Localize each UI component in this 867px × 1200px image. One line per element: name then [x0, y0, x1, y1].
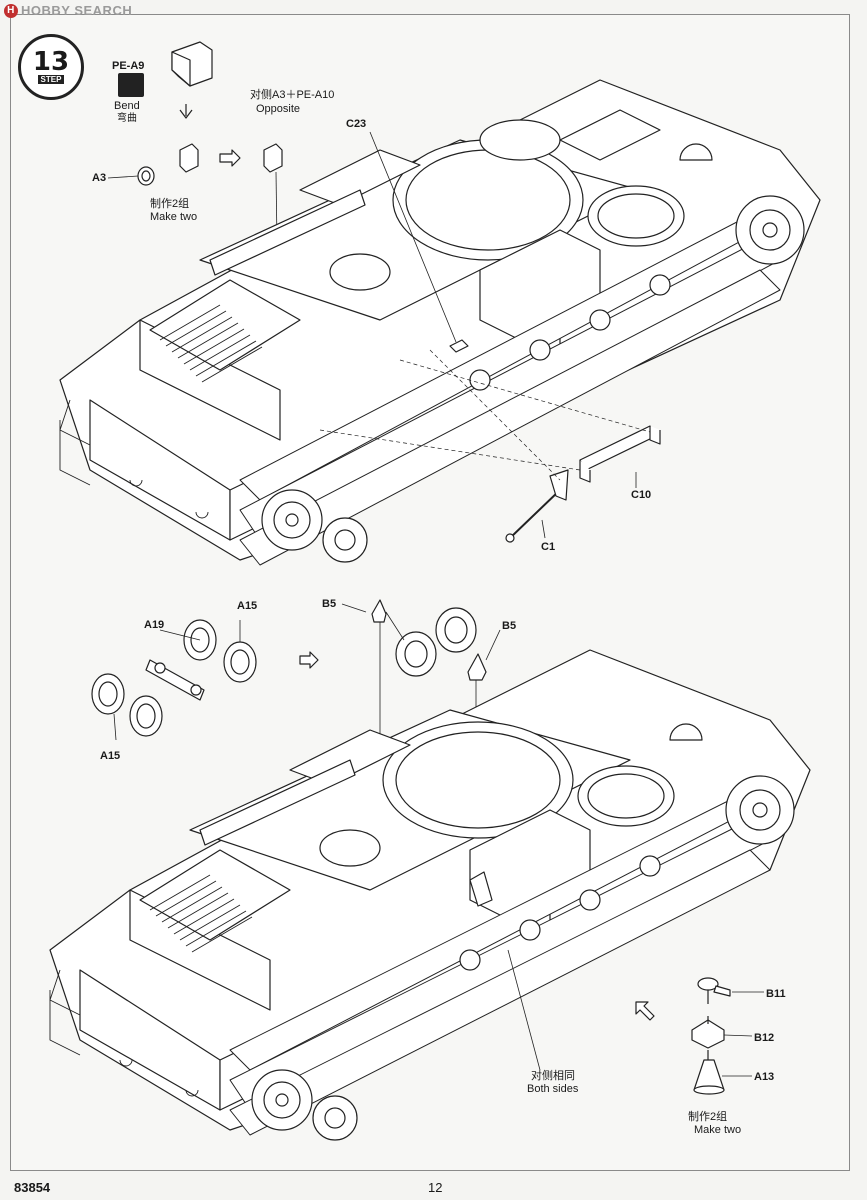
make-two-cn-top: 制作2组 [150, 198, 190, 210]
c1-label: C1 [541, 541, 556, 553]
top-track-left [239, 209, 781, 566]
opposite-en-label: Opposite [256, 103, 301, 115]
b5-arm-right [467, 653, 487, 681]
a15-bottom-label: A15 [100, 750, 121, 762]
opposite-cn-label: 对侧A3＋PE-A10 [250, 89, 335, 101]
b5-wheels [395, 607, 477, 677]
page-number: 12 [428, 1180, 443, 1195]
bottom-wheels [251, 775, 795, 1141]
a13-part [693, 1050, 725, 1095]
opposite-bracket-part [263, 143, 283, 173]
both-sides-cn-label: 对侧相同 [531, 1070, 575, 1082]
a3-part [137, 166, 155, 186]
bend-label-cn: 弯曲 [117, 113, 137, 124]
kit-number: 83854 [14, 1180, 51, 1195]
b5-left-label: B5 [322, 598, 337, 610]
step-number: 13 [32, 47, 70, 77]
c1-part [505, 469, 569, 543]
pe-a9-label: PE-A9 [112, 60, 145, 72]
c10-label: C10 [631, 489, 652, 501]
up-left-arrow-icon [635, 1001, 655, 1021]
c23-label: C23 [346, 118, 367, 130]
c23-part [449, 339, 469, 353]
c10-part [579, 425, 661, 483]
make-two-en-top: Make two [150, 211, 198, 223]
make-two-en-bottom: Make two [694, 1124, 742, 1136]
top-engine-grille [159, 304, 263, 383]
watermark-text: HOBBY SEARCH [21, 3, 133, 18]
watermark-logo-icon: H [4, 3, 18, 18]
right-arrow-icon [219, 149, 241, 167]
top-wheels [261, 195, 805, 563]
b5-right-label: B5 [502, 620, 517, 632]
bracket-part [179, 143, 199, 173]
b12-label: B12 [754, 1032, 775, 1044]
right-arrow-icon [299, 651, 319, 669]
step-badge: 13 STEP [18, 34, 84, 100]
bend-icon [118, 73, 144, 97]
b12-part [691, 1016, 725, 1049]
a13-label: A13 [754, 1071, 775, 1083]
b5-arm-left [371, 599, 387, 623]
make-two-cn-bottom: 制作2组 [688, 1111, 728, 1123]
a15-wheels-top [183, 619, 257, 683]
pe-a9-part [171, 41, 213, 87]
bend-label: Bend [114, 100, 140, 112]
b11-part [697, 977, 731, 1004]
both-sides-en-label: Both sides [527, 1083, 579, 1095]
bottom-engine-grille [149, 874, 253, 953]
watermark: H HOBBY SEARCH [4, 3, 132, 18]
step-word: STEP [37, 75, 65, 84]
b11-label: B11 [766, 988, 786, 1000]
a19-label: A19 [144, 619, 165, 631]
a3-label: A3 [92, 172, 107, 184]
a15-top-label: A15 [237, 600, 258, 612]
a19-bogie [145, 659, 205, 701]
a15-wheels-bottom [91, 673, 163, 737]
down-arrow-icon [179, 104, 193, 119]
